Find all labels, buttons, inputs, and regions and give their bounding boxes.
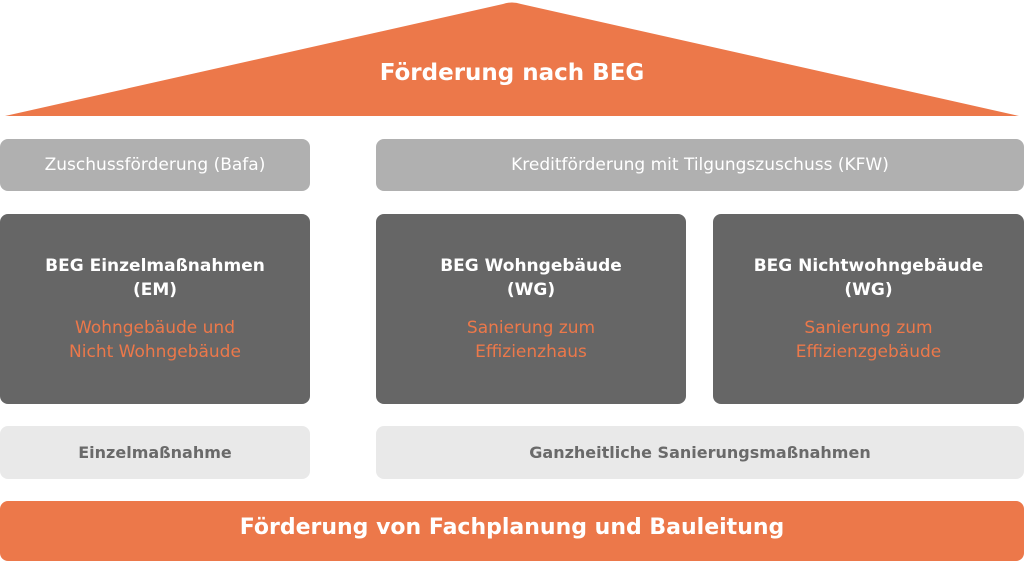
program-abbr: (WG) [506, 280, 556, 300]
program-abbr: (EM) [132, 280, 178, 300]
program-subtitle: Effizienzgebäude [795, 342, 942, 362]
roof-title: Förderung nach BEG [379, 60, 645, 86]
program-abbr: (WG) [844, 280, 893, 300]
program-subtitle: Sanierung zum [804, 318, 933, 338]
measure-single: Einzelmaßnahme [0, 426, 310, 479]
funding-kfw: Kreditförderung mit Tilgungszuschuss (KF… [376, 139, 1024, 191]
program-title: BEG Wohngebäude [440, 256, 622, 276]
program-wg: BEG Wohngebäude (WG) Sanierung zum Effiz… [376, 214, 686, 404]
program-subtitle: Nicht Wohngebäude [69, 342, 241, 362]
program-nwg: BEG Nichtwohngebäude (WG) Sanierung zum … [713, 214, 1024, 404]
program-subtitle: Sanierung zum [466, 318, 596, 338]
program-title: BEG Einzelmaßnahmen [45, 256, 265, 276]
program-subtitle: Effizienzhaus [475, 342, 587, 362]
program-em: BEG Einzelmaßnahmen (EM) Wohngebäude und… [0, 214, 310, 404]
foundation-bar: Förderung von Fachplanung und Bauleitung [0, 501, 1024, 561]
program-subtitle: Wohngebäude und [75, 318, 235, 338]
program-title: BEG Nichtwohngebäude [753, 256, 984, 276]
roof-shape [5, 2, 1019, 116]
funding-bafa: Zuschussförderung (Bafa) [0, 139, 310, 191]
measure-holistic: Ganzheitliche Sanierungsmaßnahmen [376, 426, 1024, 479]
